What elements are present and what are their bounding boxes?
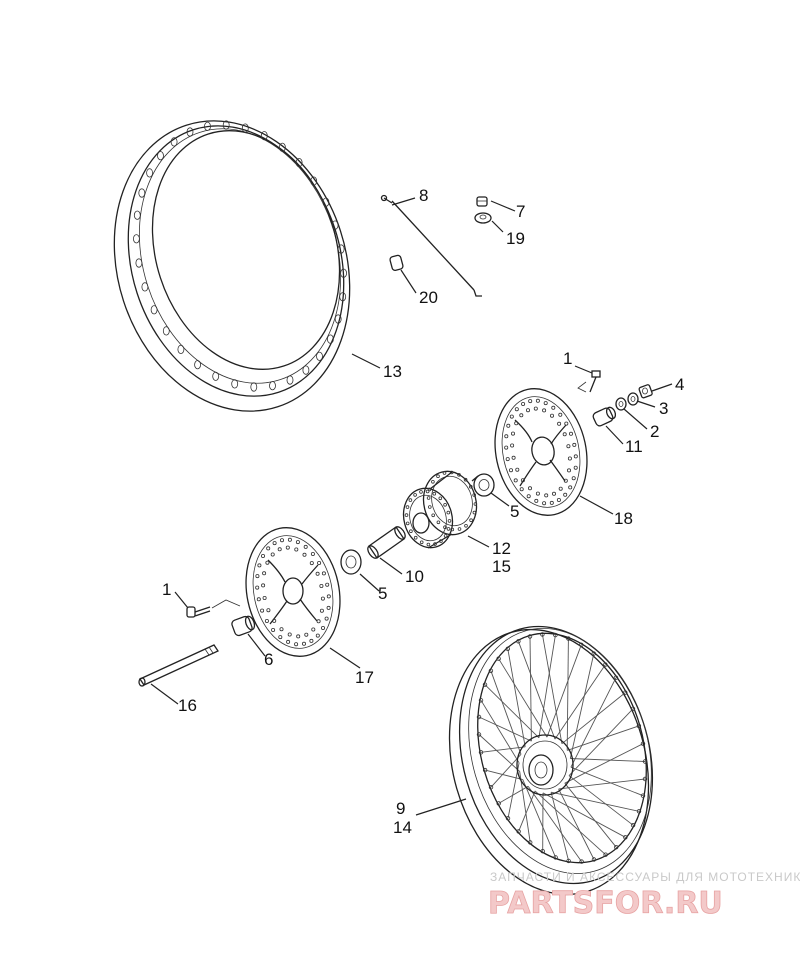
washer-2 — [615, 397, 627, 411]
rim-spoke-holes — [132, 120, 348, 392]
hub-12-15 — [402, 470, 478, 549]
label-4: 4 — [675, 375, 684, 394]
label-5-right: 5 — [510, 502, 519, 521]
bearing-5-left — [340, 549, 362, 575]
axle-spacer-10 — [367, 526, 406, 559]
bearing-5-right — [471, 473, 495, 497]
watermark-tagline: ЗАПЧАСТИ И АКСЕССУАРЫ ДЛЯ МОТОТЕХНИКИ — [490, 870, 800, 884]
rotor-18-holes — [504, 398, 578, 506]
nut-4 — [638, 384, 653, 399]
hub-flange-holes — [404, 470, 478, 547]
bolt-1-right — [589, 370, 601, 393]
brake-rotor-17 — [245, 527, 341, 657]
rotor-17-holes — [255, 537, 331, 647]
label-6: 6 — [264, 650, 273, 669]
label-17: 17 — [355, 668, 374, 687]
valve-cap-7 — [476, 196, 488, 207]
label-9: 9 — [396, 799, 405, 818]
watermark: ЗАПЧАСТИ И АКСЕССУАРЫ ДЛЯ МОТОТЕХНИКИ PA… — [488, 870, 800, 921]
label-15: 15 — [492, 557, 511, 576]
label-20: 20 — [419, 288, 438, 307]
nut-19 — [474, 212, 492, 224]
washer-3 — [627, 392, 639, 406]
label-13: 13 — [383, 362, 402, 381]
label-10: 10 — [405, 567, 424, 586]
label-1-right: 1 — [563, 349, 572, 368]
part-labels: 8 7 19 20 13 1 4 3 2 11 5 18 12 15 10 5 … — [162, 186, 684, 837]
watermark-brand: PARTSFOR.RU — [488, 886, 723, 921]
label-3: 3 — [659, 399, 668, 418]
label-12: 12 — [492, 539, 511, 558]
label-5-left: 5 — [378, 584, 387, 603]
leader-lines — [150, 197, 673, 816]
rim-13 — [113, 120, 351, 412]
spacer-6 — [231, 615, 256, 637]
label-1-left: 1 — [162, 580, 171, 599]
wheel-spokes — [476, 632, 648, 864]
label-11: 11 — [625, 437, 643, 456]
axle-16 — [138, 644, 219, 687]
label-7: 7 — [516, 202, 525, 221]
spoke-nipple-20 — [389, 254, 404, 272]
label-18: 18 — [614, 509, 633, 528]
label-19: 19 — [506, 229, 525, 248]
brake-rotor-18 — [494, 388, 588, 516]
wheel-assembly-9-14 — [448, 625, 654, 896]
label-2: 2 — [650, 422, 659, 441]
label-16: 16 — [178, 696, 197, 715]
label-14: 14 — [393, 818, 412, 837]
bolt-1-left — [186, 599, 241, 618]
label-8: 8 — [419, 186, 428, 205]
spoke-8 — [380, 194, 482, 297]
spacer-11 — [592, 406, 617, 427]
